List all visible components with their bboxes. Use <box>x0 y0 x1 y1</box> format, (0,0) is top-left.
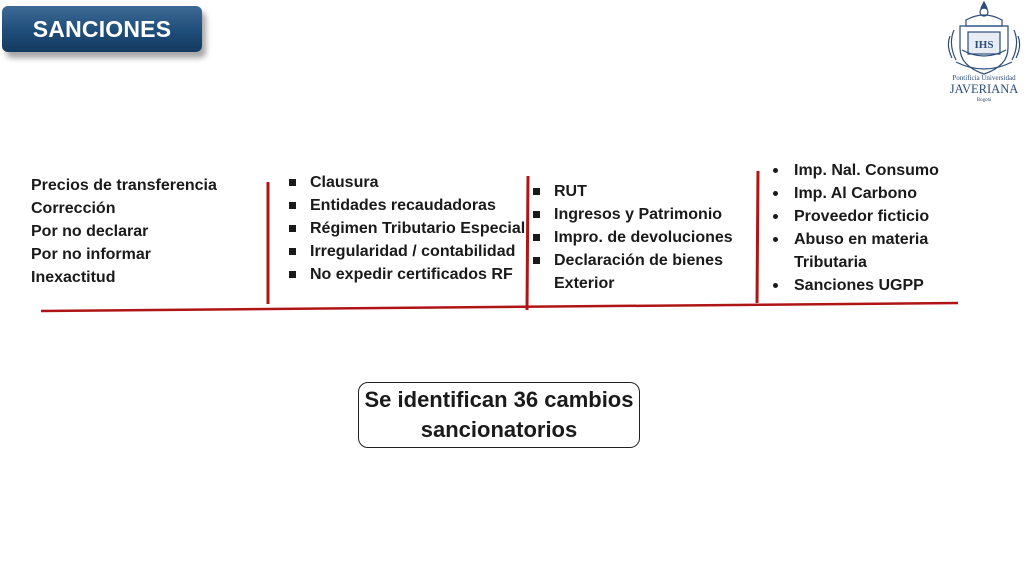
crest-emblem-text: IHS <box>975 39 994 51</box>
list-item: Sanciones UGPP <box>770 274 970 297</box>
title-badge: SANCIONES <box>2 6 202 52</box>
column-2: Clausura Entidades recaudadoras Régimen … <box>286 171 526 286</box>
bullet-list: Clausura Entidades recaudadoras Régimen … <box>286 171 526 286</box>
list-item: Inexactitud <box>31 269 116 286</box>
list-item: Abuso en materia Tributaria <box>770 228 970 274</box>
list-item: Ingresos y Patrimonio <box>530 203 750 226</box>
callout-line2: sancionatorios <box>420 417 578 442</box>
list-item: Por no declarar <box>31 223 149 240</box>
column-1: Precios de transferencia Corrección Por … <box>31 174 251 289</box>
summary-callout: Se identifican 36 cambios sancionatorios <box>358 382 640 448</box>
list-item: No expedir certificados RF <box>286 263 526 286</box>
list-item: RUT <box>530 180 750 203</box>
vertical-divider-2 <box>525 175 530 311</box>
list-item: Régimen Tributario Especial <box>286 217 526 240</box>
list-item: Imp. Al Carbono <box>770 182 970 205</box>
logo-line1: Pontificia Universidad <box>952 74 1016 82</box>
university-logo: IHS Pontificia Universidad JAVERIANA Bog… <box>944 0 1024 104</box>
vertical-divider-3 <box>755 170 760 304</box>
bullet-list: RUT Ingresos y Patrimonio Impro. de devo… <box>530 180 750 295</box>
column-4: Imp. Nal. Consumo Imp. Al Carbono Provee… <box>770 159 970 297</box>
list-item: Corrección <box>31 200 116 217</box>
list-item: Declaración de bienes Exterior <box>530 249 750 295</box>
logo-line3: Bogotá <box>977 98 992 103</box>
callout-line1: Se identifican 36 cambios <box>364 387 634 412</box>
logo-line2: JAVERIANA <box>950 82 1019 96</box>
list-item: Irregularidad / contabilidad <box>286 240 526 263</box>
list-item: Por no informar <box>31 246 152 263</box>
list-item: Clausura <box>286 171 526 194</box>
list-item: Precios de transferencia <box>31 177 217 194</box>
javeriana-crest-icon: IHS Pontificia Universidad JAVERIANA Bog… <box>947 0 1021 103</box>
list-item: Proveedor ficticio <box>770 205 970 228</box>
column-3: RUT Ingresos y Patrimonio Impro. de devo… <box>530 180 750 295</box>
horizontal-divider <box>40 301 959 313</box>
list-item: Entidades recaudadoras <box>286 194 526 217</box>
list-item: Impro. de devoluciones <box>530 226 750 249</box>
list-item: Imp. Nal. Consumo <box>770 159 970 182</box>
bullet-list: Imp. Nal. Consumo Imp. Al Carbono Provee… <box>770 159 970 297</box>
page-title: SANCIONES <box>32 15 172 42</box>
